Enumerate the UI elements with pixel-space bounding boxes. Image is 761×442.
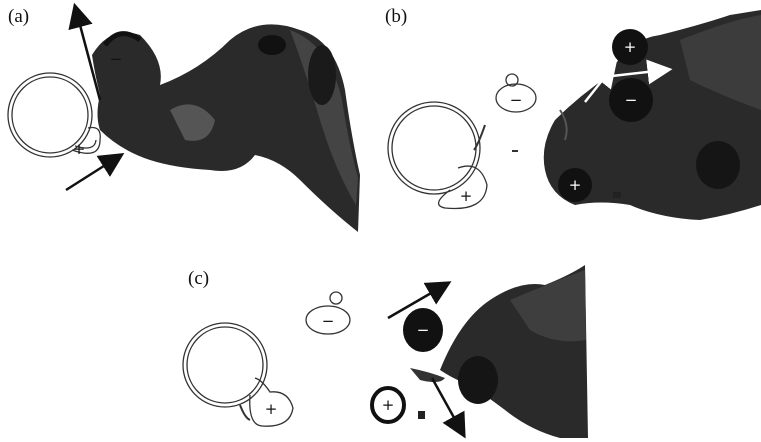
panel-c-label: (c) [188,268,209,290]
panel-b-sign-positive-top: + [621,39,639,55]
panel-b-label: (b) [385,6,407,28]
panel-c-vortex-sheet [372,265,588,438]
panel-b-small-loop [474,74,536,150]
panel-a-vortex-sheet [92,24,360,232]
panel-a-sign-negative: − [107,51,125,67]
panel-a-sign-positive: + [70,141,88,157]
panel-b-sign-positive-ring: + [457,188,475,204]
panel-c-sign-negative-loop: − [319,313,337,329]
panel-c-sign-positive-core: + [379,397,397,413]
panel-a-label: (a) [8,6,29,28]
panel-a-drawing [8,10,360,232]
panel-c-arrow-down [432,378,462,432]
panel-b-sign-positive-bottom: + [566,177,584,193]
panel-a-arrow-inflow [66,157,118,190]
panel-c-sign-positive-ring: + [262,401,280,417]
panel-b-sign-negative-center: − [622,92,640,108]
panel-c-sign-negative-core: − [414,322,432,338]
panel-b-sign-negative-loop: − [507,92,525,108]
